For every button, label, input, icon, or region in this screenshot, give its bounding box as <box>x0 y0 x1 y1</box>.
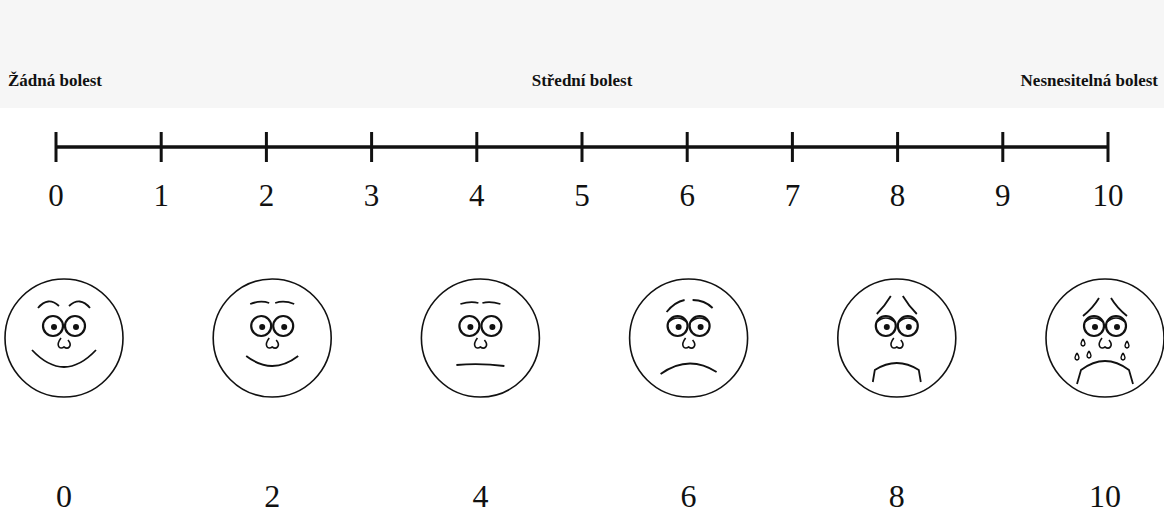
scale-number: 2 <box>259 180 275 211</box>
scale-tick <box>475 132 478 162</box>
scale-tick <box>160 132 163 162</box>
scale-end-label: Nesnesitelná bolest <box>1021 72 1158 89</box>
scale-tick <box>1001 132 1004 162</box>
scale-number: 8 <box>890 180 906 211</box>
face-number: 8 <box>889 480 905 512</box>
scale-tick <box>370 132 373 162</box>
face-number: 6 <box>681 480 697 512</box>
face-number: 0 <box>56 480 72 512</box>
scale-mid-label: Střední bolest <box>532 72 633 89</box>
pain-face <box>213 279 331 397</box>
pain-face <box>5 279 123 397</box>
scale-tick <box>265 132 268 162</box>
face-number: 10 <box>1089 480 1121 512</box>
scale-tick <box>791 132 794 162</box>
scale-tick <box>686 132 689 162</box>
scale-tick <box>1107 132 1110 162</box>
scale-number: 0 <box>48 180 64 211</box>
scale-number: 5 <box>574 180 590 211</box>
scale-number: 3 <box>364 180 380 211</box>
face-number: 4 <box>472 480 488 512</box>
pain-face <box>421 279 539 397</box>
scale-number: 1 <box>153 180 169 211</box>
scale-tick <box>581 132 584 162</box>
scale-number: 7 <box>785 180 801 211</box>
scale-tick <box>896 132 899 162</box>
face-number: 2 <box>264 480 280 512</box>
header-band <box>0 0 1164 108</box>
scale-number: 4 <box>469 180 485 211</box>
pain-face <box>1046 279 1164 397</box>
scale-number: 10 <box>1093 180 1124 211</box>
scale-number: 6 <box>679 180 695 211</box>
pain-face <box>630 279 748 397</box>
scale-number: 9 <box>995 180 1011 211</box>
scale-tick <box>55 132 58 162</box>
scale-end-label: Žádná bolest <box>8 72 102 89</box>
pain-face <box>838 279 956 397</box>
